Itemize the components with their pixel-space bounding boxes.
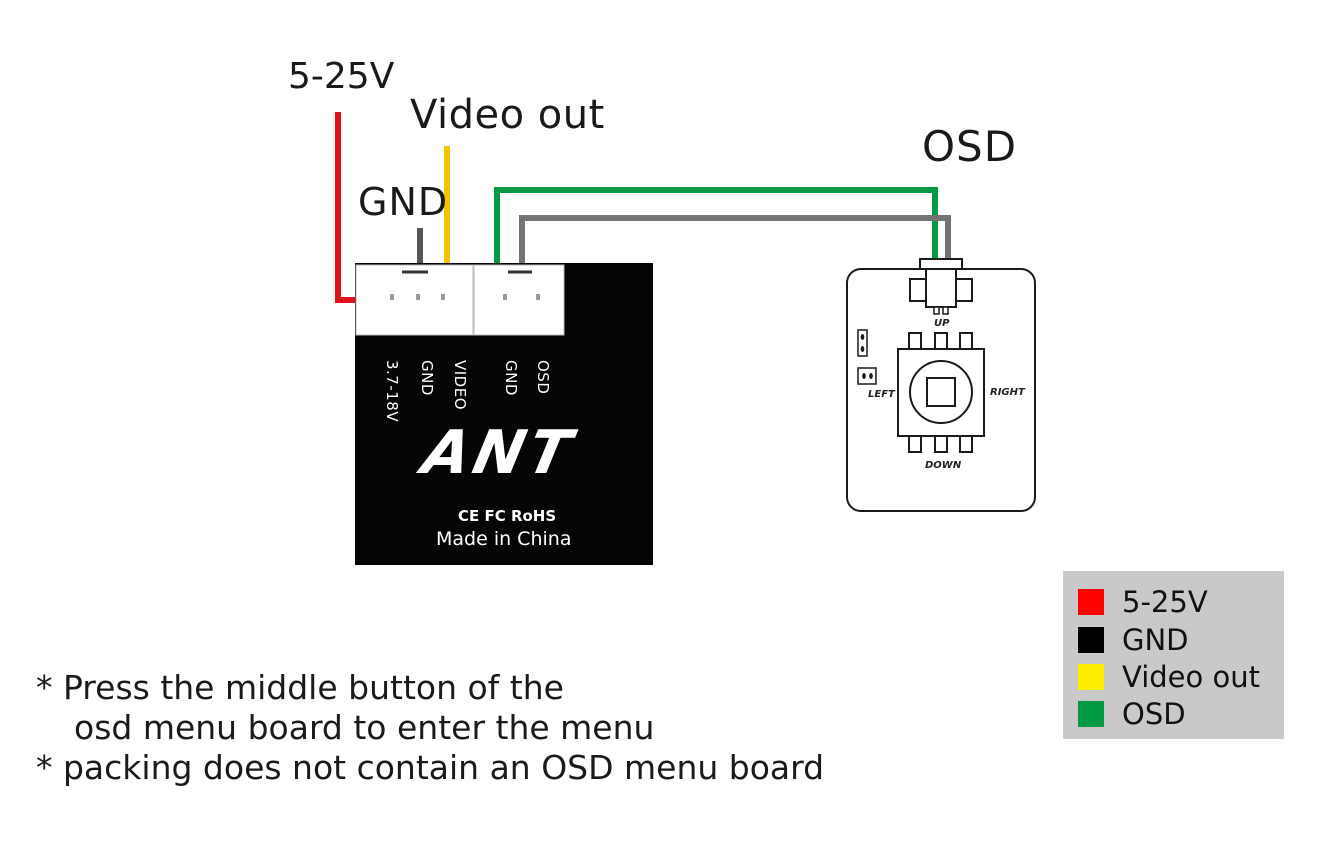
- certification-marks: CE FC RoHS: [458, 507, 557, 525]
- legend-item-video: Video out: [1078, 660, 1260, 694]
- ant-logo: ANT: [416, 418, 582, 488]
- note-line-2: osd menu board to enter the menu: [74, 708, 655, 747]
- video-wire-label: Video out: [410, 92, 605, 138]
- pin-label-power: 3.7-18V: [383, 360, 401, 423]
- power-wire-label: 5-25V: [288, 56, 395, 97]
- pin-label-osd-gnd: GND: [502, 360, 520, 396]
- osd-label-right: RIGHT: [990, 387, 1025, 398]
- osd-label-left: LEFT: [868, 389, 895, 400]
- legend-label: 5-25V: [1122, 585, 1208, 619]
- connector-2pin: [473, 264, 565, 336]
- legend-label: Video out: [1122, 660, 1260, 694]
- power-wire: [335, 112, 356, 303]
- legend: 5-25V GND Video out OSD: [1063, 571, 1284, 739]
- note-line-1: * Press the middle button of the: [36, 668, 564, 707]
- legend-swatch-yellow: [1078, 664, 1104, 690]
- osd-label-down: DOWN: [925, 460, 962, 471]
- osd-label-up: UP: [934, 318, 950, 329]
- legend-label: OSD: [1122, 697, 1186, 731]
- origin-text: Made in China: [436, 528, 572, 550]
- legend-swatch-green: [1078, 701, 1104, 727]
- pin-label-osd: OSD: [534, 360, 552, 395]
- notes: * Press the middle button of the osd men…: [36, 668, 824, 788]
- joystick-button: [897, 332, 985, 453]
- legend-item-osd: OSD: [1078, 697, 1186, 731]
- legend-swatch-black: [1078, 627, 1104, 653]
- osd-wire-label: OSD: [922, 122, 1018, 171]
- legend-label: GND: [1122, 623, 1189, 657]
- pin-label-gnd: GND: [418, 360, 436, 396]
- osd-gnd-wire: [519, 215, 951, 265]
- osd-signal-wire: [494, 187, 938, 265]
- pin-label-video: VIDEO: [451, 360, 469, 411]
- legend-item-gnd: GND: [1078, 623, 1189, 657]
- gnd-wire-label: GND: [358, 180, 449, 224]
- legend-item-power: 5-25V: [1078, 585, 1208, 619]
- legend-swatch-red: [1078, 589, 1104, 615]
- connector-3pin: [355, 264, 474, 336]
- note-line-3: * packing does not contain an OSD menu b…: [36, 748, 825, 787]
